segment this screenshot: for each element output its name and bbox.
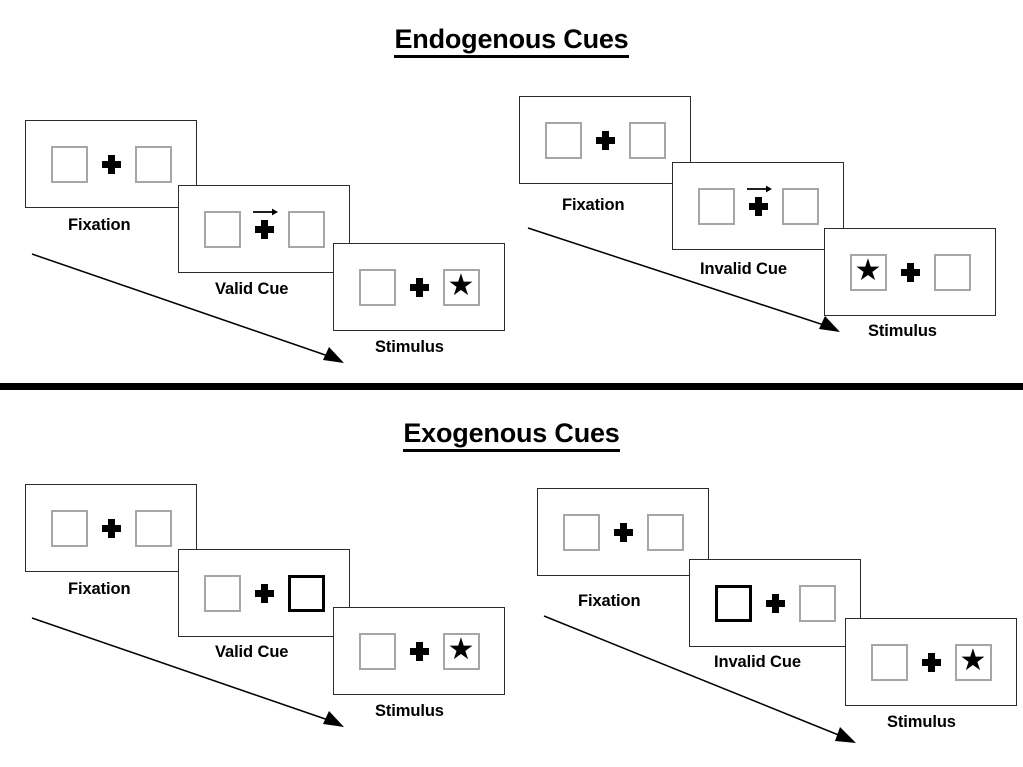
fixation-cross-icon: [409, 277, 429, 297]
section-divider: [0, 383, 1023, 390]
panel-content: ★: [334, 244, 504, 330]
flow-arrow-endogenous-valid: [31, 253, 344, 363]
right-box: [134, 509, 172, 547]
fixation-cross-icon: [101, 518, 121, 538]
panel-content: ★: [334, 608, 504, 694]
fixation-cross-icon: [900, 262, 920, 282]
panel-content: [538, 489, 708, 575]
flow-arrow-exogenous-valid: [31, 617, 344, 727]
panel-content: [26, 485, 196, 571]
panel-endogenous-invalid-stimulus: ★: [824, 228, 996, 316]
left-box: [358, 632, 396, 670]
section-title-endogenous-text: Endogenous Cues: [394, 24, 629, 58]
left-box: [358, 268, 396, 306]
panel-content: [690, 560, 860, 646]
panel-exogenous-invalid-fixation: [537, 488, 709, 576]
stage-label-valid-cue: Valid Cue: [215, 643, 289, 661]
panel-endogenous-valid-fixation: [25, 120, 197, 208]
panel-content: [179, 550, 349, 636]
panel-content: [26, 121, 196, 207]
right-box-target: ★: [954, 643, 992, 681]
right-box: [798, 584, 836, 622]
left-box: [50, 145, 88, 183]
left-box: [203, 574, 241, 612]
panel-exogenous-valid-stimulus: ★: [333, 607, 505, 695]
panel-content: [520, 97, 690, 183]
left-box: [203, 210, 241, 248]
flow-arrow-endogenous-invalid: [527, 227, 840, 332]
panel-content: ★: [846, 619, 1016, 705]
stage-label-stimulus: Stimulus: [868, 322, 937, 340]
right-box: [134, 145, 172, 183]
target-star-icon: ★: [447, 269, 475, 302]
stage-label-invalid-cue: Invalid Cue: [700, 260, 787, 278]
right-box-target: ★: [442, 268, 480, 306]
right-box: [628, 121, 666, 159]
panel-exogenous-valid-fixation: [25, 484, 197, 572]
fixation-cross-icon: [254, 583, 274, 603]
fixation-cross-icon: [252, 208, 278, 239]
right-arrow-icon: [252, 208, 278, 215]
left-box-target: ★: [849, 253, 887, 291]
target-star-icon: ★: [447, 633, 475, 666]
section-title-exogenous: Exogenous Cues: [0, 418, 1023, 452]
panel-exogenous-invalid-stimulus: ★: [845, 618, 1017, 706]
fixation-cross-icon: [595, 130, 615, 150]
panel-content: [673, 163, 843, 249]
section-title-exogenous-text: Exogenous Cues: [403, 418, 620, 452]
panel-endogenous-valid-stimulus: ★: [333, 243, 505, 331]
fixation-cross-icon: [746, 185, 772, 216]
fixation-cross-icon: [921, 652, 941, 672]
fixation-cross-icon: [409, 641, 429, 661]
right-box: [646, 513, 684, 551]
stage-label-invalid-cue: Invalid Cue: [714, 653, 801, 671]
right-box: [287, 210, 325, 248]
stage-label-stimulus: Stimulus: [375, 338, 444, 356]
fixation-cross-icon: [765, 593, 785, 613]
stage-label-fixation: Fixation: [68, 216, 131, 234]
left-box: [697, 187, 735, 225]
left-box: [544, 121, 582, 159]
left-box-cued: [714, 584, 752, 622]
left-box: [870, 643, 908, 681]
right-arrow-icon: [746, 185, 772, 192]
target-star-icon: ★: [959, 644, 987, 677]
flow-arrow-exogenous-invalid: [543, 615, 856, 743]
section-title-endogenous: Endogenous Cues: [0, 24, 1023, 58]
right-box-cued: [287, 574, 325, 612]
left-box: [562, 513, 600, 551]
fixation-cross-icon: [101, 154, 121, 174]
fixation-cross-icon: [613, 522, 633, 542]
right-box: [781, 187, 819, 225]
stage-label-fixation: Fixation: [578, 592, 641, 610]
stage-label-stimulus: Stimulus: [887, 713, 956, 731]
panel-endogenous-invalid-cue: [672, 162, 844, 250]
right-box-target: ★: [442, 632, 480, 670]
stage-label-fixation: Fixation: [68, 580, 131, 598]
left-box: [50, 509, 88, 547]
panel-endogenous-valid-cue: [178, 185, 350, 273]
right-box: [933, 253, 971, 291]
panel-exogenous-valid-cue: [178, 549, 350, 637]
stage-label-fixation: Fixation: [562, 196, 625, 214]
target-star-icon: ★: [854, 254, 882, 287]
panel-endogenous-invalid-fixation: [519, 96, 691, 184]
panel-exogenous-invalid-cue: [689, 559, 861, 647]
stage-label-stimulus: Stimulus: [375, 702, 444, 720]
panel-content: ★: [825, 229, 995, 315]
panel-content: [179, 186, 349, 272]
stage-label-valid-cue: Valid Cue: [215, 280, 289, 298]
